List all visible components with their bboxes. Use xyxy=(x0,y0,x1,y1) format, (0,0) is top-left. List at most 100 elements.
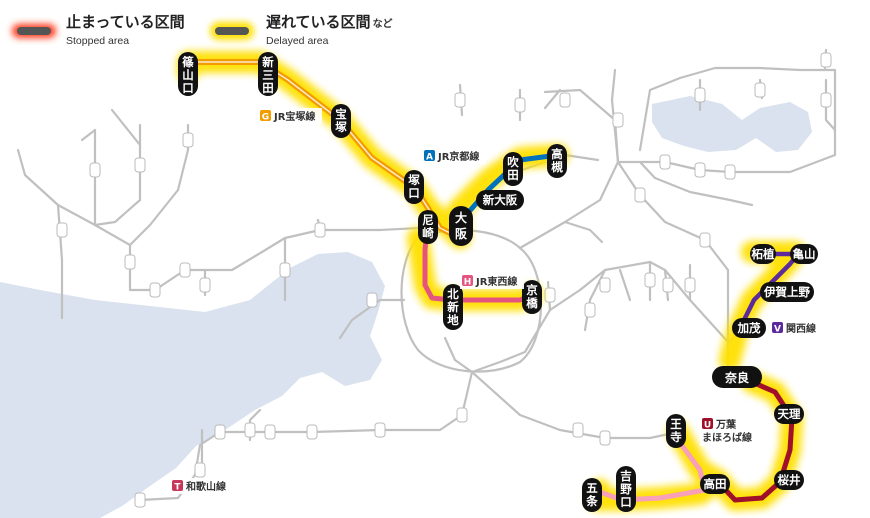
legend: 止まっている区間 Stopped area 遅れている区間など Delayed … xyxy=(17,13,393,47)
minor-station-marker xyxy=(544,287,556,303)
minor-station-marker xyxy=(599,277,611,293)
minor-station-marker xyxy=(314,222,326,238)
svg-text:T: T xyxy=(174,483,181,493)
minor-station-marker xyxy=(306,424,318,440)
station-oji[interactable]: 王寺 xyxy=(666,414,686,448)
station-tenri[interactable]: 天理 xyxy=(774,404,804,424)
minor-station-marker xyxy=(754,82,766,98)
svg-text:Delayed area: Delayed area xyxy=(266,35,329,47)
minor-station-marker xyxy=(514,97,526,113)
minor-station-marker xyxy=(454,92,466,108)
minor-station-marker xyxy=(456,407,468,423)
minor-station-marker xyxy=(89,162,101,178)
minor-station-marker xyxy=(366,292,378,308)
jr-tozai-line xyxy=(422,215,535,303)
station-kyobashi[interactable]: 京橋 xyxy=(522,280,542,314)
station-takarazuka[interactable]: 宝塚 xyxy=(331,104,351,138)
svg-text:G: G xyxy=(262,113,269,123)
svg-text:JR京都線: JR京都線 xyxy=(437,150,479,163)
minor-station-marker xyxy=(199,277,211,293)
station-shinsanda[interactable]: 新三田 xyxy=(258,52,278,96)
minor-station-marker xyxy=(659,154,671,170)
station-tsuge[interactable]: 柘植 xyxy=(750,244,776,264)
minor-station-marker xyxy=(599,430,611,446)
minor-station-marker xyxy=(694,87,706,103)
svg-text:万葉: 万葉 xyxy=(715,418,737,431)
minor-station-marker xyxy=(179,262,191,278)
svg-text:塚口: 塚口 xyxy=(408,173,420,200)
minor-station-marker xyxy=(134,492,146,508)
line-tag-manyo-mahoroba[interactable]: U 万葉 まほろば線 xyxy=(700,416,772,446)
svg-text:亀山: 亀山 xyxy=(793,247,816,261)
svg-text:新三田: 新三田 xyxy=(262,55,274,95)
minor-station-marker xyxy=(264,424,276,440)
svg-text:高田: 高田 xyxy=(704,477,727,491)
svg-text:Stopped area: Stopped area xyxy=(66,35,129,47)
lake-biwa xyxy=(652,96,812,152)
line-tag-jr-kyoto[interactable]: A JR京都線 xyxy=(422,148,486,164)
svg-text:尼崎: 尼崎 xyxy=(422,213,434,240)
station-takada[interactable]: 高田 xyxy=(700,474,730,494)
minor-station-marker xyxy=(684,277,696,293)
svg-text:桜井: 桜井 xyxy=(778,473,801,487)
svg-text:伊賀上野: 伊賀上野 xyxy=(763,285,810,299)
svg-text:新大阪: 新大阪 xyxy=(483,193,518,207)
svg-text:天理: 天理 xyxy=(778,407,801,421)
station-amagasaki[interactable]: 尼崎 xyxy=(418,210,438,244)
svg-text:篠山口: 篠山口 xyxy=(182,55,194,95)
station-igaueno[interactable]: 伊賀上野 xyxy=(760,282,814,302)
svg-text:JR宝塚線: JR宝塚線 xyxy=(273,110,315,123)
legend-delayed: 遅れている区間など Delayed area xyxy=(210,13,393,47)
minor-station-marker xyxy=(134,157,146,173)
svg-text:V: V xyxy=(774,325,781,335)
line-tag-jr-takarazuka[interactable]: G JR宝塚線 xyxy=(258,108,322,124)
svg-text:加茂: 加茂 xyxy=(737,321,761,335)
svg-text:H: H xyxy=(464,278,472,288)
station-sasayamaguchi[interactable]: 篠山口 xyxy=(178,52,198,96)
line-tag-wakayama[interactable]: T 和歌山線 xyxy=(170,478,234,494)
minor-station-marker xyxy=(820,92,832,108)
svg-text:吉野口: 吉野口 xyxy=(620,469,632,509)
minor-station-marker xyxy=(279,262,291,278)
svg-text:五条: 五条 xyxy=(585,481,598,508)
minor-station-marker xyxy=(724,164,736,180)
minor-station-marker xyxy=(56,222,68,238)
svg-text:止まっている区間: 止まっている区間 xyxy=(66,13,185,31)
station-nara[interactable]: 奈良 xyxy=(712,366,762,388)
minor-station-marker xyxy=(694,162,706,178)
minor-station-marker xyxy=(559,92,571,108)
station-kitashinchi[interactable]: 北新地 xyxy=(443,284,463,330)
svg-text:大阪: 大阪 xyxy=(455,210,468,241)
station-takatsuki[interactable]: 高槻 xyxy=(547,144,567,178)
svg-text:柘植: 柘植 xyxy=(751,247,775,261)
line-tag-kansai[interactable]: V 関西線 xyxy=(770,320,820,336)
legend-stopped: 止まっている区間 Stopped area xyxy=(17,13,185,47)
station-gojo[interactable]: 五条 xyxy=(582,478,602,512)
minor-station-marker xyxy=(214,424,226,440)
station-sakurai[interactable]: 桜井 xyxy=(774,470,804,490)
station-kameyama[interactable]: 亀山 xyxy=(790,244,818,264)
minor-station-marker xyxy=(149,282,161,298)
minor-station-marker xyxy=(634,187,646,203)
station-osaka[interactable]: 大阪 xyxy=(449,206,473,246)
svg-text:奈良: 奈良 xyxy=(724,370,749,385)
svg-text:JR東西線: JR東西線 xyxy=(475,275,517,288)
station-kamo[interactable]: 加茂 xyxy=(732,318,766,338)
svg-text:吹田: 吹田 xyxy=(507,155,519,182)
line-tag-jr-tozai[interactable]: H JR東西線 xyxy=(460,273,524,289)
minor-station-marker xyxy=(194,462,206,478)
svg-text:A: A xyxy=(426,153,433,163)
minor-station-marker xyxy=(644,272,656,288)
svg-text:北新地: 北新地 xyxy=(447,287,459,327)
station-shinosaka[interactable]: 新大阪 xyxy=(476,190,524,210)
station-tsukaguchi[interactable]: 塚口 xyxy=(404,170,424,204)
svg-text:王寺: 王寺 xyxy=(670,417,682,444)
station-suita[interactable]: 吹田 xyxy=(503,152,523,186)
minor-station-marker xyxy=(699,232,711,248)
minor-station-marker xyxy=(584,302,596,318)
svg-text:関西線: 関西線 xyxy=(786,322,816,335)
station-yoshinoguchi[interactable]: 吉野口 xyxy=(616,466,636,512)
minor-station-marker xyxy=(572,422,584,438)
